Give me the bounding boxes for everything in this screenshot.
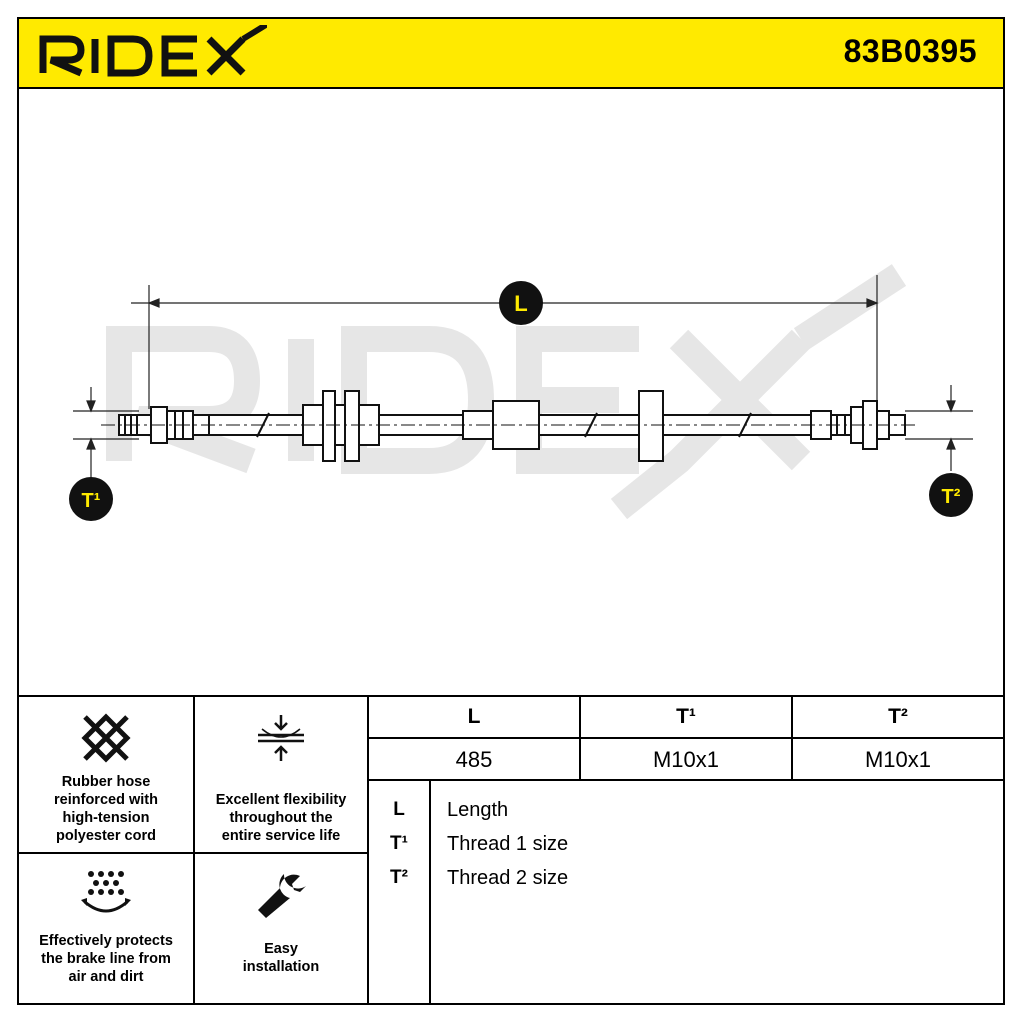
feature-rubber-hose: Rubber hose reinforced with high-tension…	[19, 697, 193, 852]
feature-line: entire service life	[221, 828, 341, 844]
legend-key: T²	[390, 867, 408, 888]
feature-line: throughout the	[229, 810, 333, 826]
wrench-icon	[258, 874, 306, 918]
feature-line: Easy	[264, 941, 298, 957]
ridex-logo	[39, 25, 267, 77]
info-grid: Rubber hose reinforced with high-tension…	[19, 695, 1003, 1005]
spec-table: L T¹ T² 485 M10x1 M10x1	[369, 697, 1003, 781]
feature-protection: Effectively protects the brake line from…	[19, 854, 193, 1005]
spec-value-thread1: M10x1	[652, 747, 720, 772]
spec-header-length: L	[467, 705, 481, 728]
feature-flexibility: Excellent flexibility throughout the ent…	[195, 697, 367, 852]
thread2-badge: T²	[929, 473, 973, 517]
feature-line: the brake line from	[41, 951, 171, 967]
legend-key: L	[393, 799, 405, 820]
weave-cord-icon	[81, 713, 131, 763]
feature-line: polyester cord	[56, 828, 156, 844]
length-badge: L	[499, 281, 543, 325]
shield-dots-icon	[81, 871, 131, 913]
length-badge-label: L	[514, 291, 527, 316]
feature-line: Excellent flexibility	[215, 792, 347, 808]
feature-line: air and dirt	[68, 969, 144, 985]
legend-label: Thread 1 size	[447, 833, 569, 855]
feature-installation: Easy installation	[195, 854, 367, 1005]
legend: L Length T¹ Thread 1 size T² Thread 2 si…	[369, 781, 1003, 1005]
feature-line: high-tension	[62, 810, 150, 826]
feature-line: Rubber hose	[61, 774, 151, 790]
spec-value-thread2: M10x1	[864, 747, 932, 772]
thread2-badge-label: T²	[942, 486, 961, 508]
thread1-badge-label: T¹	[82, 490, 101, 512]
feature-line: Effectively protects	[39, 933, 173, 949]
legend-key: T¹	[390, 833, 408, 854]
hose-drawing: L T¹ T²	[69, 264, 973, 521]
spec-header-thread1: T¹	[676, 705, 696, 728]
datasheet-frame: 83B0395 L	[17, 17, 1005, 1005]
feature-line: installation	[242, 959, 320, 975]
feature-line: reinforced with	[54, 792, 158, 808]
spec-header-thread2: T²	[888, 705, 908, 728]
legend-label: Length	[447, 799, 509, 821]
spec-value-length: 485	[455, 747, 493, 772]
thread1-badge: T¹	[69, 477, 113, 521]
legend-label: Thread 2 size	[447, 867, 569, 889]
part-number: 83B0395	[843, 33, 977, 69]
flex-arrows-icon	[258, 715, 304, 761]
header-bar: 83B0395	[19, 19, 1003, 89]
